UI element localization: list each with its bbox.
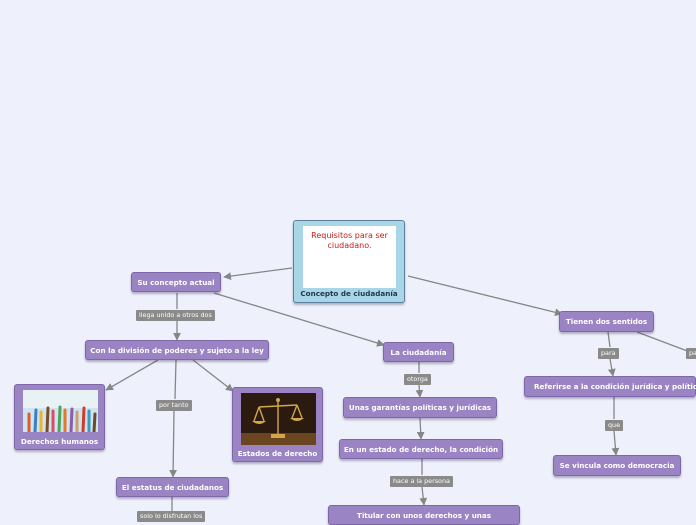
connector — [415, 384, 424, 398]
label-por-tanto: por tanto — [156, 400, 192, 411]
connector — [105, 359, 159, 391]
central-image-text: Requisitos para ser ciudadano. — [311, 231, 388, 250]
node-division-poderes[interactable]: Con la división de poderes y sujeto a la… — [85, 340, 269, 360]
node-titular[interactable]: Titular con unos derechos y unas — [328, 505, 520, 525]
node-concepto-actual[interactable]: Su concepto actual — [131, 272, 221, 292]
label-solo-disfrutan: solo lo disfrutan los — [137, 511, 206, 522]
node-dos-sentidos[interactable]: Tienen dos sentidos — [559, 311, 654, 332]
label-hace-persona: hace a la persona — [390, 476, 453, 487]
connector — [174, 359, 177, 400]
connector — [192, 359, 234, 392]
node-garantias[interactable]: Unas garantías políticas y jurídicas — [343, 397, 497, 418]
label-que: que — [605, 420, 624, 431]
label-para-right: pa — [686, 348, 696, 359]
derechos-humanos-caption: Derechos humanos — [20, 437, 99, 446]
node-derechos-humanos[interactable]: Derechos humanos — [14, 384, 105, 450]
connector — [607, 358, 616, 377]
estados-derecho-caption: Estados de derecho — [237, 449, 318, 458]
connector — [607, 331, 611, 348]
central-topic[interactable]: Requisitos para ser ciudadano. Concepto … — [293, 220, 405, 303]
node-referirse[interactable]: Referirse a la condición jurídica y polí… — [524, 376, 696, 397]
connector — [213, 292, 385, 347]
connector — [636, 331, 691, 353]
connector — [416, 417, 425, 440]
connector — [407, 275, 563, 317]
node-la-ciudadania[interactable]: La ciudadanía — [383, 342, 454, 362]
label-llega-unido: llega unido a otros dos — [136, 310, 215, 321]
connector — [611, 430, 620, 456]
node-estados-derecho[interactable]: Estados de derecho — [232, 387, 323, 462]
node-estado-derecho-condicion[interactable]: En un estado de derecho, la condición — [339, 439, 503, 459]
central-caption: Concepto de ciudadanía — [300, 289, 398, 298]
label-para: para — [598, 348, 619, 359]
central-image: Requisitos para ser ciudadano. — [303, 226, 396, 288]
justice-scale-image — [241, 393, 316, 445]
node-estatus-ciudadanos[interactable]: El estatus de ciudadanos — [116, 477, 229, 497]
connector — [223, 267, 293, 280]
connector — [419, 486, 428, 506]
label-otorga: otorga — [404, 374, 431, 385]
connector — [169, 410, 178, 478]
raised-hands-image — [23, 390, 98, 432]
node-democracia[interactable]: Se vincula como democracia — [553, 455, 681, 476]
